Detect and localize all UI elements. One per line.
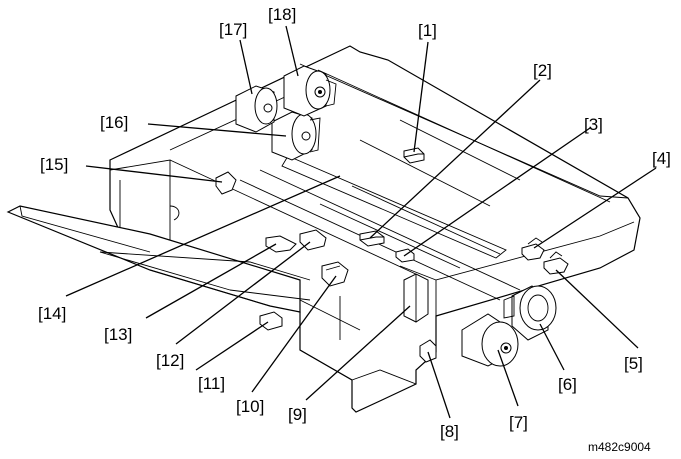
feeder-chassis [109, 45, 641, 413]
leader-14 [65, 175, 341, 297]
leader-12 [175, 241, 311, 345]
part-clutch-17 [235, 85, 278, 133]
label-7: [7] [509, 413, 528, 432]
leader-4 [533, 167, 657, 249]
part-clutch-16 [271, 111, 321, 161]
label-17: [17] [219, 20, 247, 39]
leader-17 [239, 39, 253, 95]
part-motor-6 [503, 285, 557, 341]
label-16: [16] [100, 113, 128, 132]
leader-6 [539, 323, 565, 371]
leader-lines [65, 25, 657, 419]
leader-2 [369, 79, 541, 239]
part-sensor-10 [321, 261, 349, 287]
label-1: [1] [418, 21, 437, 40]
label-3: [3] [584, 115, 603, 134]
label-12: [12] [156, 351, 184, 370]
leader-7 [497, 349, 519, 407]
label-14: [14] [38, 304, 66, 323]
part-sensor-1 [403, 147, 425, 164]
document-tray [6, 205, 311, 313]
label-18: [18] [268, 5, 296, 24]
label-11: [11] [198, 374, 225, 393]
figure-code: m482c9004 [588, 440, 651, 454]
label-15: [15] [40, 155, 68, 174]
part-bracket-9 [403, 273, 429, 323]
part-motor-7 [461, 313, 519, 367]
part-sensor-13 [265, 235, 297, 253]
label-9: [9] [288, 405, 307, 424]
part-sensor-11 [259, 311, 283, 331]
label-4: [4] [652, 149, 671, 168]
part-sensor-5 [543, 251, 569, 275]
label-13: [13] [104, 325, 132, 344]
part-clutch-18 [283, 65, 337, 117]
label-2: [2] [533, 61, 552, 80]
label-8: [8] [440, 422, 459, 441]
label-5: [5] [624, 354, 643, 373]
label-10: [10] [236, 397, 264, 416]
leader-10 [251, 275, 337, 393]
leader-15 [85, 165, 223, 183]
leader-1 [413, 41, 429, 153]
leader-18 [285, 25, 299, 77]
leader-3 [403, 127, 591, 257]
label-6: [6] [558, 375, 577, 394]
leader-16 [147, 123, 287, 137]
part-sensor-8 [419, 339, 437, 363]
leader-9 [305, 305, 411, 401]
part-sensor-15 [215, 171, 237, 195]
leader-11 [195, 321, 269, 371]
callout-labels: [1] [2] [3] [4] [5] [6] [7] [8] [9] [10]… [38, 5, 671, 441]
leader-8 [427, 351, 451, 419]
part-sensor-4 [521, 237, 545, 261]
leader-5 [555, 269, 639, 349]
leader-13 [145, 243, 277, 319]
part-sensor-2 [359, 230, 385, 247]
